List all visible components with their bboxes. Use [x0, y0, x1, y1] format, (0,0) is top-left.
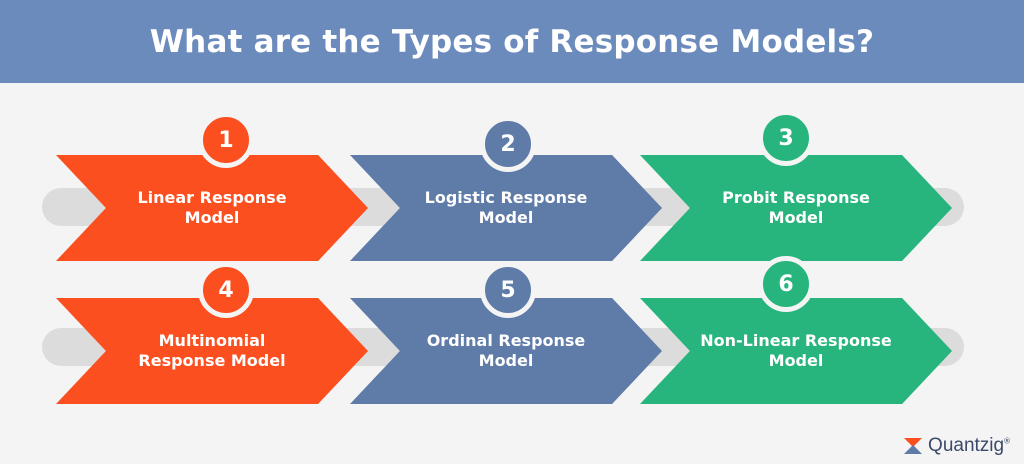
step-number: 1 [218, 127, 234, 153]
logo-text: Quantzig® [928, 435, 1010, 456]
step-arrow-3: Probit Response Model [640, 155, 952, 261]
page-title: What are the Types of Response Models? [149, 23, 875, 60]
step-arrow-1: Linear Response Model [56, 155, 368, 261]
step-number: 6 [778, 271, 794, 297]
title-banner: What are the Types of Response Models? [0, 0, 1024, 83]
step-label: Linear Response Model [137, 188, 287, 227]
step-label: Non-Linear Response Model [700, 331, 892, 370]
step-label: Probit Response Model [722, 188, 870, 227]
step-number: 2 [500, 131, 516, 157]
step-number-badge-5: 5 [480, 262, 536, 318]
step-number-badge-4: 4 [198, 262, 254, 318]
step-number: 5 [500, 277, 516, 303]
step-label: Logistic Response Model [424, 188, 588, 227]
step-number: 3 [778, 125, 794, 151]
step-arrow-4: Multinomial Response Model [56, 298, 368, 404]
step-number: 4 [218, 277, 234, 303]
step-arrow-2: Logistic Response Model [350, 155, 662, 261]
step-number-badge-2: 2 [480, 116, 536, 172]
step-number-badge-3: 3 [758, 110, 814, 166]
step-number-badge-1: 1 [198, 112, 254, 168]
step-arrow-6: Non-Linear Response Model [640, 298, 952, 404]
quantzig-mark-icon [904, 438, 923, 454]
quantzig-logo: Quantzig® [902, 434, 1010, 458]
step-number-badge-6: 6 [758, 256, 814, 312]
step-label: Multinomial Response Model [138, 331, 286, 370]
step-label: Ordinal Response Model [426, 331, 586, 370]
